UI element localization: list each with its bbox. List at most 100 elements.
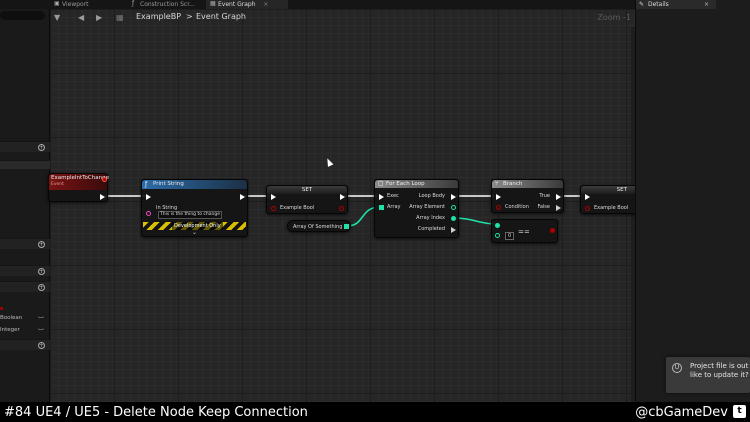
branch-node[interactable]: Branch ⑂ Condition True False — [491, 179, 564, 213]
int-in-pin-b[interactable] — [495, 233, 500, 238]
twitter-icon: t — [733, 405, 746, 418]
exec-out-pin[interactable] — [100, 194, 105, 200]
tab-event-graph-label: Event Graph — [218, 1, 256, 8]
set-variable-node[interactable]: SET Example Bool — [580, 185, 640, 214]
bool-type-icon — [0, 307, 3, 310]
bool-pin[interactable] — [585, 206, 590, 211]
pencil-icon: ✎ — [639, 1, 645, 8]
equal-value-field[interactable]: 0 — [505, 232, 515, 240]
delegate-pin[interactable] — [102, 177, 107, 182]
breadcrumb-blueprint[interactable]: ExampleBP — [136, 12, 182, 21]
close-icon[interactable]: × — [263, 1, 269, 8]
int-in-pin-a[interactable] — [495, 223, 500, 228]
vertical-scrollbar[interactable] — [631, 27, 635, 402]
false-pin[interactable] — [556, 205, 561, 211]
set-var-label: Example Bool — [594, 205, 629, 211]
bookmark-icon[interactable]: ▼ — [54, 13, 61, 22]
tab-strip: ▣ Viewport ƒ Construction Scr... ▦ Event… — [0, 0, 750, 9]
for-each-loop-node[interactable]: For Each Loop ▢ Exec Array Loop Body Arr… — [374, 179, 459, 238]
true-pin[interactable] — [556, 194, 561, 200]
array-element-pin[interactable] — [451, 205, 456, 210]
breadcrumb-separator: > — [186, 12, 193, 21]
false-label: False — [537, 204, 550, 210]
true-label: True — [539, 193, 550, 199]
add-icon[interactable]: + — [38, 268, 45, 275]
chevron-down-icon[interactable]: ︶ — [37, 317, 44, 324]
custom-event-node[interactable]: ExampleIntToChange Event — [48, 173, 109, 202]
bool-out-pin[interactable] — [339, 206, 344, 211]
notification-toast[interactable]: U Project file is out like to update it? — [666, 357, 750, 393]
in-string-label: In String — [156, 205, 178, 211]
exec-out-pin[interactable] — [340, 194, 345, 200]
tab-construction-script[interactable]: ƒ Construction Scr... — [128, 0, 206, 9]
array-in-pin[interactable] — [379, 205, 384, 210]
details-panel: ✎ Details × — [635, 0, 750, 402]
exec-in-pin[interactable] — [496, 194, 501, 200]
condition-pin[interactable] — [496, 205, 501, 210]
var-type-integer[interactable]: Integer — [0, 327, 20, 333]
search-input[interactable] — [0, 11, 45, 20]
add-icon[interactable]: + — [38, 144, 45, 151]
array-index-pin[interactable] — [451, 216, 456, 221]
expand-icon[interactable]: ⌄ — [192, 229, 198, 236]
dev-only-stripe: Development Only — [143, 222, 246, 230]
node-title: Print String — [153, 181, 184, 187]
exec-in-pin[interactable] — [146, 194, 151, 200]
array-var-label: Array Of Something — [293, 224, 343, 230]
exec-out-pin[interactable] — [240, 194, 245, 200]
add-icon[interactable]: + — [38, 241, 45, 248]
add-icon[interactable]: + — [38, 342, 45, 349]
print-string-node[interactable]: Print String ƒ In String This is the thi… — [141, 179, 248, 237]
loop-body-pin[interactable] — [451, 194, 456, 200]
node-header: SET — [581, 186, 639, 194]
add-icon[interactable]: + — [38, 284, 45, 291]
node-header: For Each Loop — [375, 180, 458, 188]
my-blueprint-panel: + + + + Boolean ︶ Integer ︶ + — [0, 9, 50, 402]
section-header[interactable]: + — [0, 339, 50, 350]
close-icon[interactable]: × — [704, 1, 710, 8]
tab-event-graph[interactable]: ▦ Event Graph × — [206, 0, 288, 9]
section-header[interactable]: + — [0, 141, 50, 152]
in-string-field[interactable]: This is the thing to change — [158, 211, 222, 219]
exec-in-pin[interactable] — [271, 194, 276, 200]
graph-toolbar: ▼ ◀ ▶ ▦ ExampleBP > Event Graph Zoom -1 — [50, 9, 635, 27]
node-header: SET — [267, 186, 347, 194]
tab-details[interactable]: ✎ Details — [636, 0, 716, 9]
section-header[interactable]: + — [0, 238, 50, 249]
exec-in-pin[interactable] — [585, 194, 590, 200]
section-header[interactable] — [0, 160, 50, 169]
tab-viewport[interactable]: ▣ Viewport — [50, 0, 128, 9]
episode-title: #84 UE4 / UE5 - Delete Node Keep Connect… — [4, 405, 308, 420]
set-var-label: Example Bool — [280, 205, 315, 211]
forward-button[interactable]: ▶ — [96, 13, 103, 22]
section-header[interactable]: + — [0, 265, 50, 276]
zoom-level: Zoom -1 — [597, 13, 631, 22]
grid-icon: ▦ — [116, 13, 124, 22]
dev-only-label: Development Only — [172, 222, 223, 230]
breadcrumb-current[interactable]: Event Graph — [196, 12, 246, 21]
chevron-down-icon[interactable]: ︶ — [37, 329, 44, 336]
array-variable-node[interactable]: Array Of Something — [287, 220, 351, 232]
tab-viewport-label: Viewport — [62, 1, 89, 8]
exec-in-pin[interactable] — [379, 194, 384, 200]
tab-construction-label: Construction Scr... — [140, 1, 195, 8]
section-header[interactable]: + — [0, 281, 50, 292]
node-title: ExampleIntToChange — [51, 175, 109, 181]
details-tab-label: Details — [648, 1, 669, 8]
condition-label: Condition — [505, 204, 529, 210]
bool-out-pin[interactable] — [550, 228, 555, 233]
equal-node[interactable]: == 0 — [491, 219, 558, 243]
toast-line-1: Project file is out — [690, 362, 749, 370]
back-button[interactable]: ◀ — [78, 13, 85, 22]
completed-pin[interactable] — [451, 227, 456, 233]
array-out-pin[interactable] — [344, 224, 349, 229]
var-type-boolean[interactable]: Boolean — [0, 315, 23, 321]
set-variable-node[interactable]: SET Example Bool — [266, 185, 348, 214]
node-title: SET — [616, 187, 627, 193]
string-pin[interactable] — [146, 211, 151, 216]
node-subtitle: Event — [51, 182, 64, 187]
equal-operator: == — [518, 228, 530, 236]
function-icon: ƒ — [132, 0, 135, 7]
node-title: SET — [301, 187, 313, 193]
bool-pin[interactable] — [271, 206, 276, 211]
